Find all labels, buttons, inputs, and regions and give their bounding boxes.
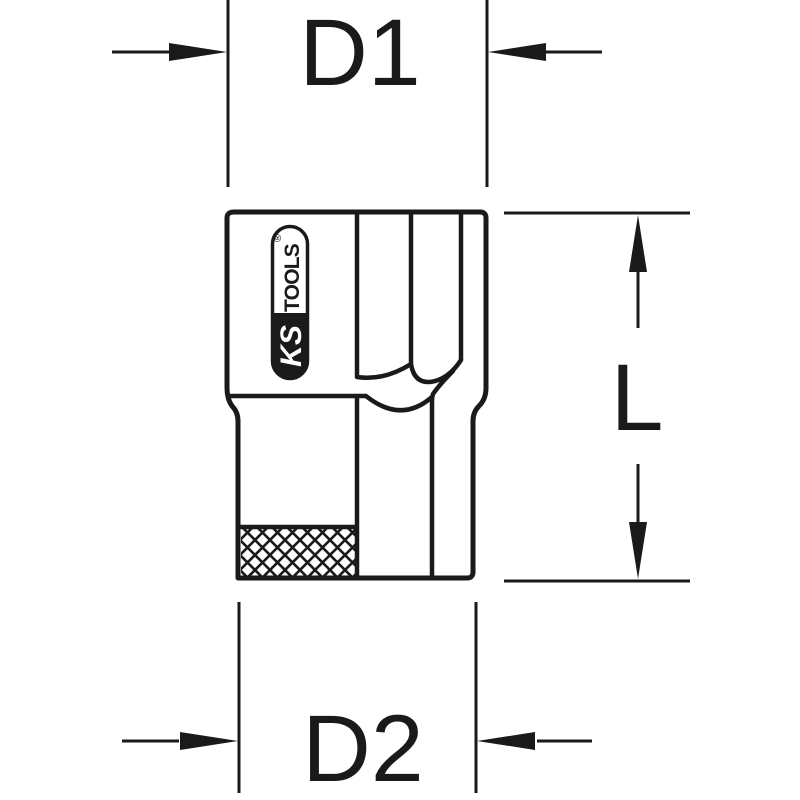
d1-arrow-right-icon <box>169 43 227 61</box>
d1-arrow-left-icon <box>488 43 546 61</box>
knurl-crosshatch <box>241 529 355 576</box>
socket-facet-lines <box>226 211 464 581</box>
logo-registered-mark: ® <box>272 234 284 242</box>
dimension-d1: D1 <box>112 0 602 187</box>
dimension-l: L <box>504 211 690 583</box>
l-arrow-up-icon <box>629 215 647 272</box>
logo-ks-text: KS <box>275 325 308 367</box>
logo-tools-text: TOOLS <box>281 243 304 312</box>
d2-arrow-left-icon <box>477 732 535 750</box>
logo-black-segment <box>272 313 308 379</box>
socket-body: ® TOOLS KS <box>224 209 489 581</box>
l-arrow-down-icon <box>629 522 647 579</box>
l-label: L <box>611 345 664 451</box>
socket-outline <box>224 209 489 581</box>
d1-label: D1 <box>299 0 420 106</box>
d2-label: D2 <box>302 696 423 800</box>
d2-arrow-right-icon <box>180 732 238 750</box>
ks-tools-logo: ® TOOLS KS <box>270 224 310 381</box>
dimension-d2: D2 <box>122 602 592 800</box>
